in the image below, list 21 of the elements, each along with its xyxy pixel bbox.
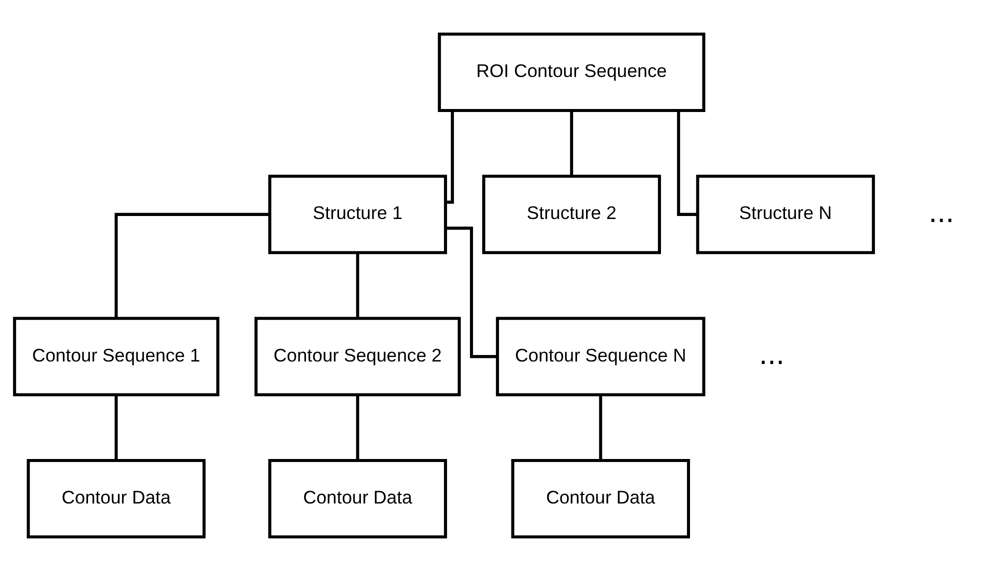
node-box: Structure 2 bbox=[482, 174, 661, 254]
connector bbox=[599, 394, 602, 460]
label: ... bbox=[759, 336, 785, 371]
node-box: Structure 1 bbox=[268, 174, 448, 254]
connector bbox=[677, 110, 698, 216]
label: ... bbox=[928, 194, 954, 229]
connector bbox=[114, 394, 118, 460]
connector bbox=[570, 110, 574, 176]
node-box: Contour Sequence N bbox=[496, 316, 706, 396]
node-box: Contour Sequence 1 bbox=[13, 316, 220, 396]
connector bbox=[356, 252, 360, 318]
connector bbox=[446, 110, 454, 204]
node-box: Contour Sequence 2 bbox=[254, 316, 461, 396]
node-box: Contour Data bbox=[268, 458, 448, 538]
node-box: Contour Data bbox=[26, 458, 206, 538]
node-box: ROI Contour Sequence bbox=[438, 32, 706, 112]
node-box: Structure N bbox=[696, 174, 875, 254]
connector bbox=[446, 226, 497, 358]
connector bbox=[114, 212, 270, 318]
connector bbox=[356, 394, 360, 460]
node-box: Contour Data bbox=[511, 458, 690, 538]
